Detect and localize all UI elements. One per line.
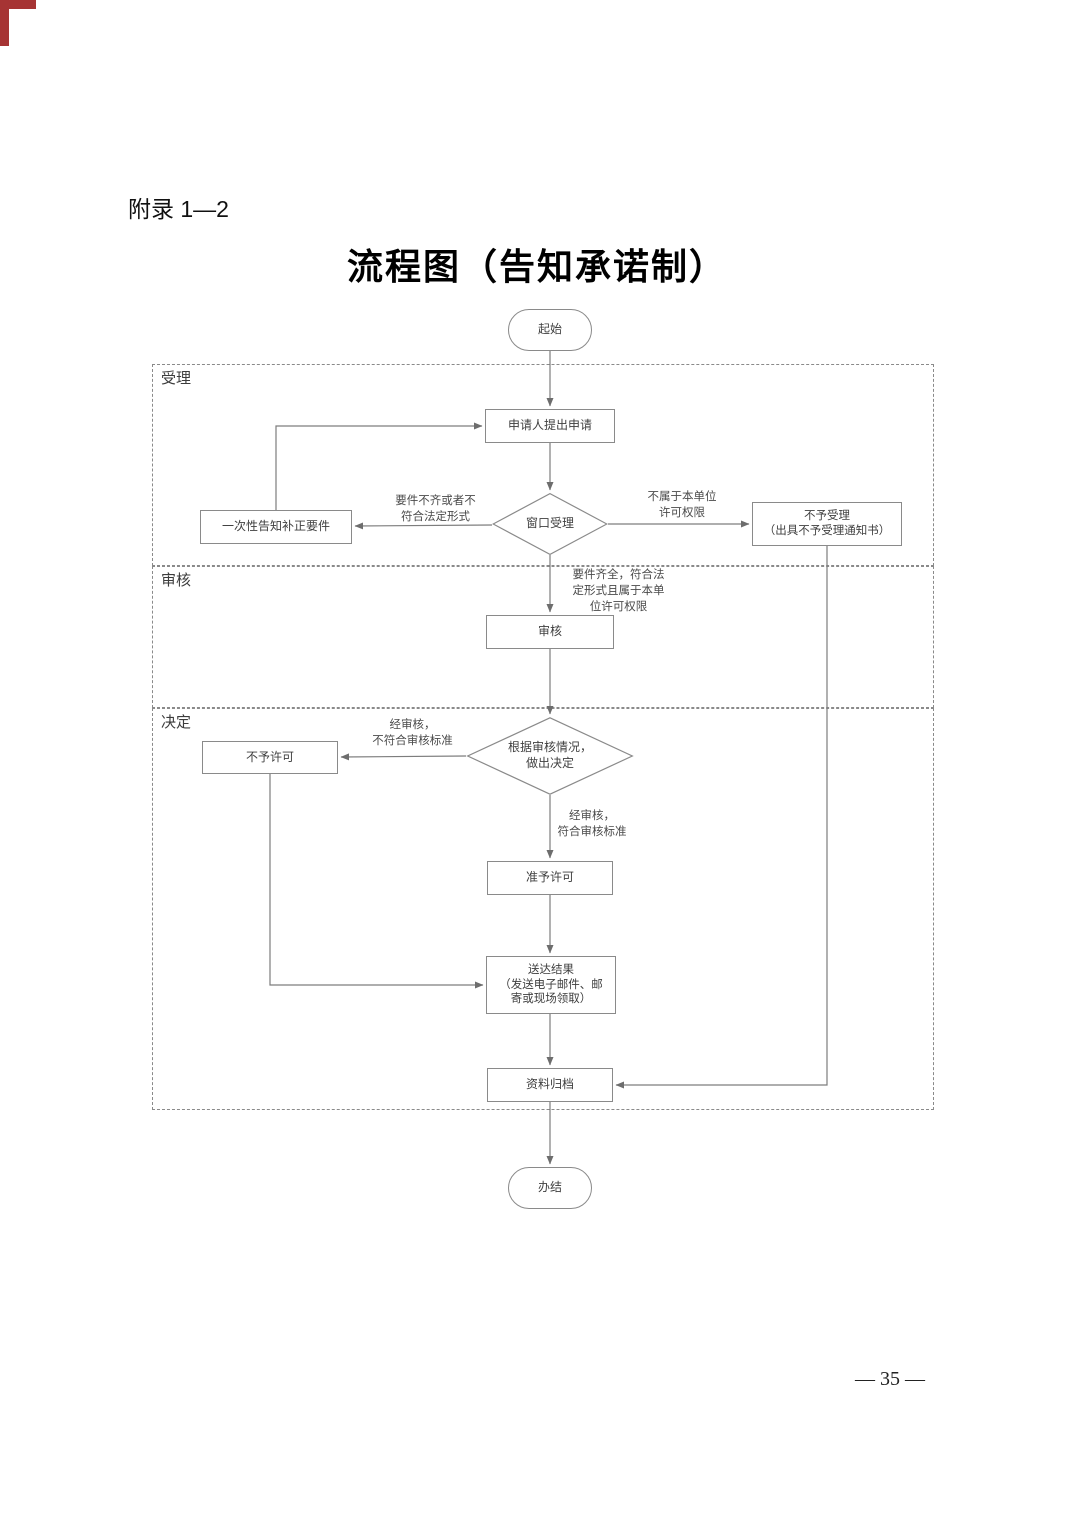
node-deny-permit: 不予许可 xyxy=(202,741,338,774)
node-window-accept-label: 窗口受理 xyxy=(525,516,574,531)
diamond-shape xyxy=(466,717,634,795)
node-archive-label: 资料归档 xyxy=(525,1077,574,1092)
region-review: 审核 xyxy=(152,566,934,708)
node-review: 审核 xyxy=(486,615,614,649)
page-number: — 35 — xyxy=(855,1368,925,1390)
edge-onetime-apply xyxy=(275,422,483,510)
node-end-label: 办结 xyxy=(537,1180,562,1195)
node-end: 办结 xyxy=(508,1167,592,1209)
node-deny-permit-label: 不予许可 xyxy=(245,749,294,764)
edge-label-not-jurisdiction: 不属于本单位 许可权限 xyxy=(647,491,717,520)
node-decide: 根据审核情况， 做出决定 xyxy=(466,717,634,795)
node-reject-accept-label: 不予受理 （出具不予受理通知书） xyxy=(763,510,891,537)
node-archive: 资料归档 xyxy=(487,1068,613,1102)
edge-reject-archive xyxy=(615,546,828,1089)
page-title: 流程图（告知承诺制） xyxy=(346,246,727,287)
region-review-label: 审核 xyxy=(159,569,194,590)
scan-artifact-mark xyxy=(0,0,36,9)
node-one-time-notice-label: 一次性告知补正要件 xyxy=(221,519,330,534)
node-apply: 申请人提出申请 xyxy=(485,409,615,443)
node-deliver-result: 送达结果 （发送电子邮件、邮 寄或现场领取） xyxy=(486,956,616,1014)
edge-label-pass-review: 经审核， 符合审核标准 xyxy=(557,810,627,839)
node-deliver-result-label: 送达结果 （发送电子邮件、邮 寄或现场领取） xyxy=(499,963,603,1006)
edge-decide-deny xyxy=(340,753,467,761)
node-decide-label: 根据审核情况， 做出决定 xyxy=(507,740,592,770)
scan-artifact-mark xyxy=(0,0,9,46)
region-accept-label: 受理 xyxy=(159,367,194,388)
node-apply-label: 申请人提出申请 xyxy=(507,418,592,433)
edge-deny-deliver xyxy=(269,774,484,989)
region-decision-label: 决定 xyxy=(159,711,194,732)
edge-window-onetime xyxy=(354,522,493,530)
region-decision: 决定 xyxy=(152,708,934,1110)
edge-label-complete: 要件齐全，符合法 定形式且属于本单 位许可权限 xyxy=(572,569,665,614)
node-reject-accept: 不予受理 （出具不予受理通知书） xyxy=(752,502,902,546)
node-grant-permit: 准予许可 xyxy=(487,861,613,895)
appendix-label: 附录 1—2 xyxy=(128,196,229,222)
diamond-shape xyxy=(492,493,608,555)
node-start-label: 起始 xyxy=(537,322,562,337)
edge-label-incomplete: 要件不齐或者不 符合法定形式 xyxy=(395,495,476,524)
node-start: 起始 xyxy=(508,309,592,351)
region-accept: 受理 xyxy=(152,364,934,566)
node-review-label: 审核 xyxy=(537,624,562,639)
node-grant-permit-label: 准予许可 xyxy=(525,870,574,885)
node-window-accept: 窗口受理 xyxy=(492,493,608,555)
edge-label-fail-review: 经审核， 不符合审核标准 xyxy=(372,719,453,748)
node-one-time-notice: 一次性告知补正要件 xyxy=(200,510,352,544)
